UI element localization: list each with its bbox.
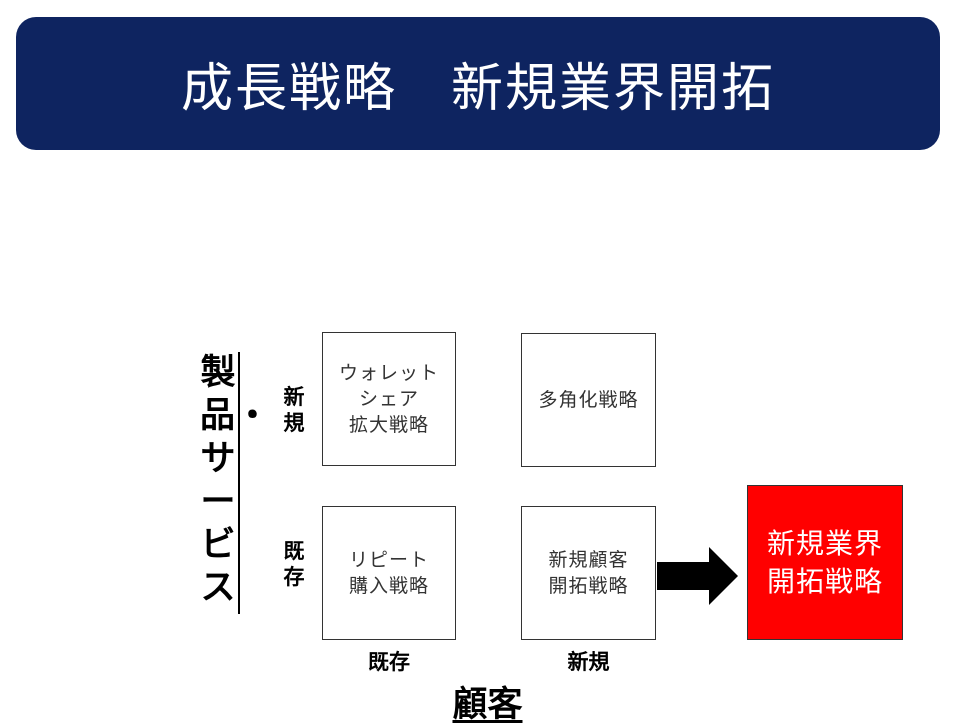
- box-new-industry-label: 新規業界 開拓戦略: [766, 526, 883, 598]
- box-diversification-label: 多角化戦略: [538, 389, 639, 411]
- box-new-customer-label: 新規顧客 開拓戦略: [548, 549, 629, 597]
- right-arrow-icon: [657, 547, 738, 605]
- row-label-existing: 既存: [283, 539, 305, 589]
- box-wallet-share-label: ウォレット シェア 拡大戦略: [338, 362, 439, 436]
- col-label-new: 新規: [567, 650, 610, 674]
- col-label-existing: 既存: [368, 650, 410, 674]
- page-title: 成長戦略 新規業界開拓: [180, 59, 775, 119]
- box-new-customer-strategy: 新規顧客 開拓戦略: [521, 506, 656, 640]
- box-wallet-share-strategy: ウォレット シェア 拡大戦略: [322, 332, 456, 466]
- x-axis-title: 顧客: [452, 685, 523, 725]
- y-axis-title: 製品・サービス: [200, 353, 271, 608]
- title-banner: 成長戦略 新規業界開拓: [16, 17, 940, 150]
- box-new-industry-strategy: 新規業界 開拓戦略: [747, 485, 903, 640]
- y-axis-line: [238, 352, 240, 614]
- row-label-new: 新規: [283, 385, 305, 435]
- box-repeat-purchase-strategy: リピート 購入戦略: [322, 506, 456, 640]
- box-diversification-strategy: 多角化戦略: [521, 333, 656, 467]
- box-repeat-purchase-label: リピート 購入戦略: [348, 549, 429, 597]
